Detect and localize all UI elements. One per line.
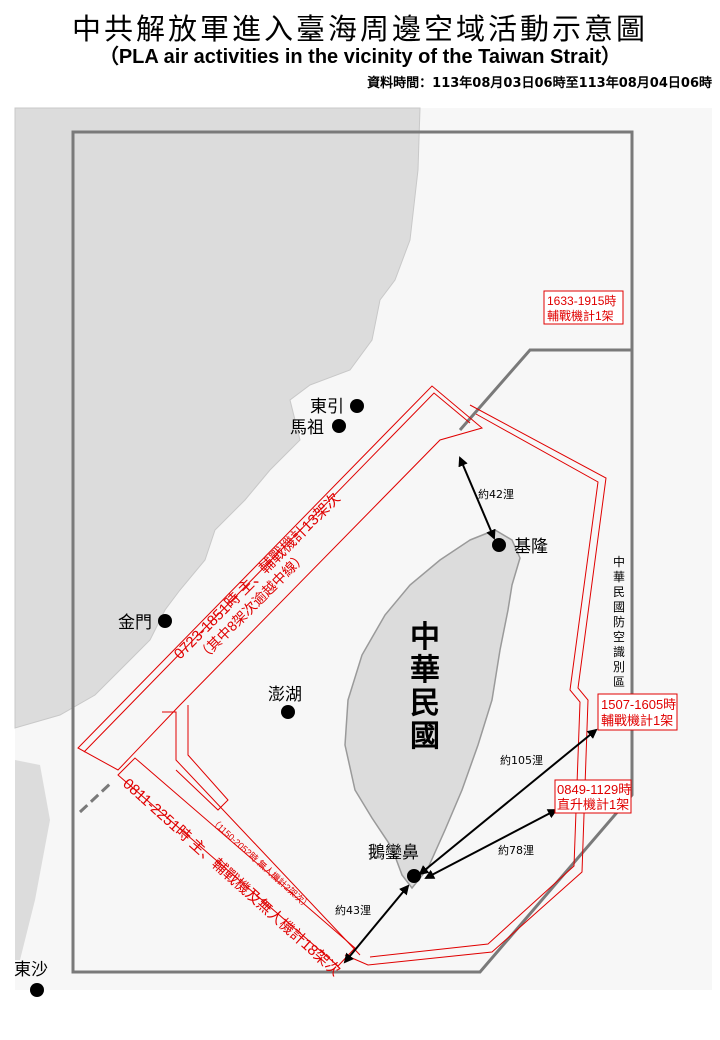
label-kinmen: 金門	[118, 613, 152, 633]
label-penghu: 澎湖	[268, 685, 302, 705]
keelung-marker	[492, 538, 506, 552]
activity-zone-north-strip-inner	[83, 392, 471, 753]
median-line	[78, 780, 114, 814]
label-matsu: 馬祖	[290, 418, 324, 438]
adiz-char: 華	[613, 570, 625, 584]
adiz-char: 國	[613, 600, 625, 614]
box-north-line2: 輔戰機計1架	[547, 308, 614, 323]
china-southern-coast	[15, 760, 50, 960]
roc-char: 國	[410, 719, 440, 754]
activity-zone-east-inner	[369, 413, 599, 958]
adiz-char: 空	[613, 630, 625, 644]
roc-char: 民	[410, 686, 440, 721]
adiz-boundary	[71, 130, 634, 974]
adiz-inner-line	[458, 348, 632, 431]
adiz-char: 區	[613, 675, 625, 689]
dongyin-marker	[350, 399, 364, 413]
adiz-char: 中	[613, 554, 625, 569]
activity-zone-southwest-inner	[162, 705, 361, 956]
dongsha-marker	[30, 983, 44, 997]
adiz-char: 識	[613, 645, 625, 659]
distance-southwest: 約43浬	[335, 903, 371, 917]
distance-east-far: 約105浬	[500, 753, 543, 767]
adiz-label: 中 華 民 國 防 空 識 別 區	[613, 554, 625, 689]
label-keelung: 基隆	[514, 537, 548, 557]
label-dongsha: 東沙	[14, 960, 48, 980]
distance-east-near: 約78浬	[498, 843, 534, 857]
kinmen-marker	[158, 614, 172, 628]
box-east-line1: 1507-1605時	[601, 697, 676, 712]
adiz-char: 民	[613, 585, 625, 599]
box-north-line1: 1633-1915時	[547, 294, 616, 308]
distance-arrow-east-near	[424, 809, 558, 879]
box-east-line2: 輔戰機計1架	[601, 713, 673, 728]
distance-keelung: 約42浬	[478, 487, 514, 501]
date-range: 資料時間：113年08月03日06時至113年08月04日06時	[367, 76, 712, 91]
distance-arrow-southwest	[343, 884, 410, 964]
activity-box-north: 1633-1915時 輔戰機計1架	[543, 290, 624, 325]
label-dongyin: 東引	[310, 397, 344, 417]
adiz-char: 防	[613, 614, 625, 629]
label-eluanbi: 鵝鑾鼻	[368, 843, 419, 863]
distance-arrow-keelung	[458, 456, 496, 540]
roc-char: 華	[410, 653, 440, 688]
map-subtitle: （PLA air activities in the vicinity of t…	[98, 46, 622, 68]
map-title: 中共解放軍進入臺海周邊空域活動示意圖	[71, 12, 648, 46]
eluanbi-marker	[407, 869, 421, 883]
matsu-marker	[332, 419, 346, 433]
penghu-marker	[281, 705, 295, 719]
activity-box-southeast: 0849-1129時 直升機計1架	[554, 779, 632, 814]
box-southeast-line2: 直升機計1架	[557, 797, 629, 812]
adiz-char: 別	[613, 660, 625, 674]
roc-char: 中	[410, 620, 440, 655]
box-southeast-line1: 0849-1129時	[557, 782, 631, 797]
activity-zone-north-strip	[77, 385, 484, 771]
china-mainland	[14, 107, 421, 729]
activity-box-east: 1507-1605時 輔戰機計1架	[597, 693, 678, 731]
